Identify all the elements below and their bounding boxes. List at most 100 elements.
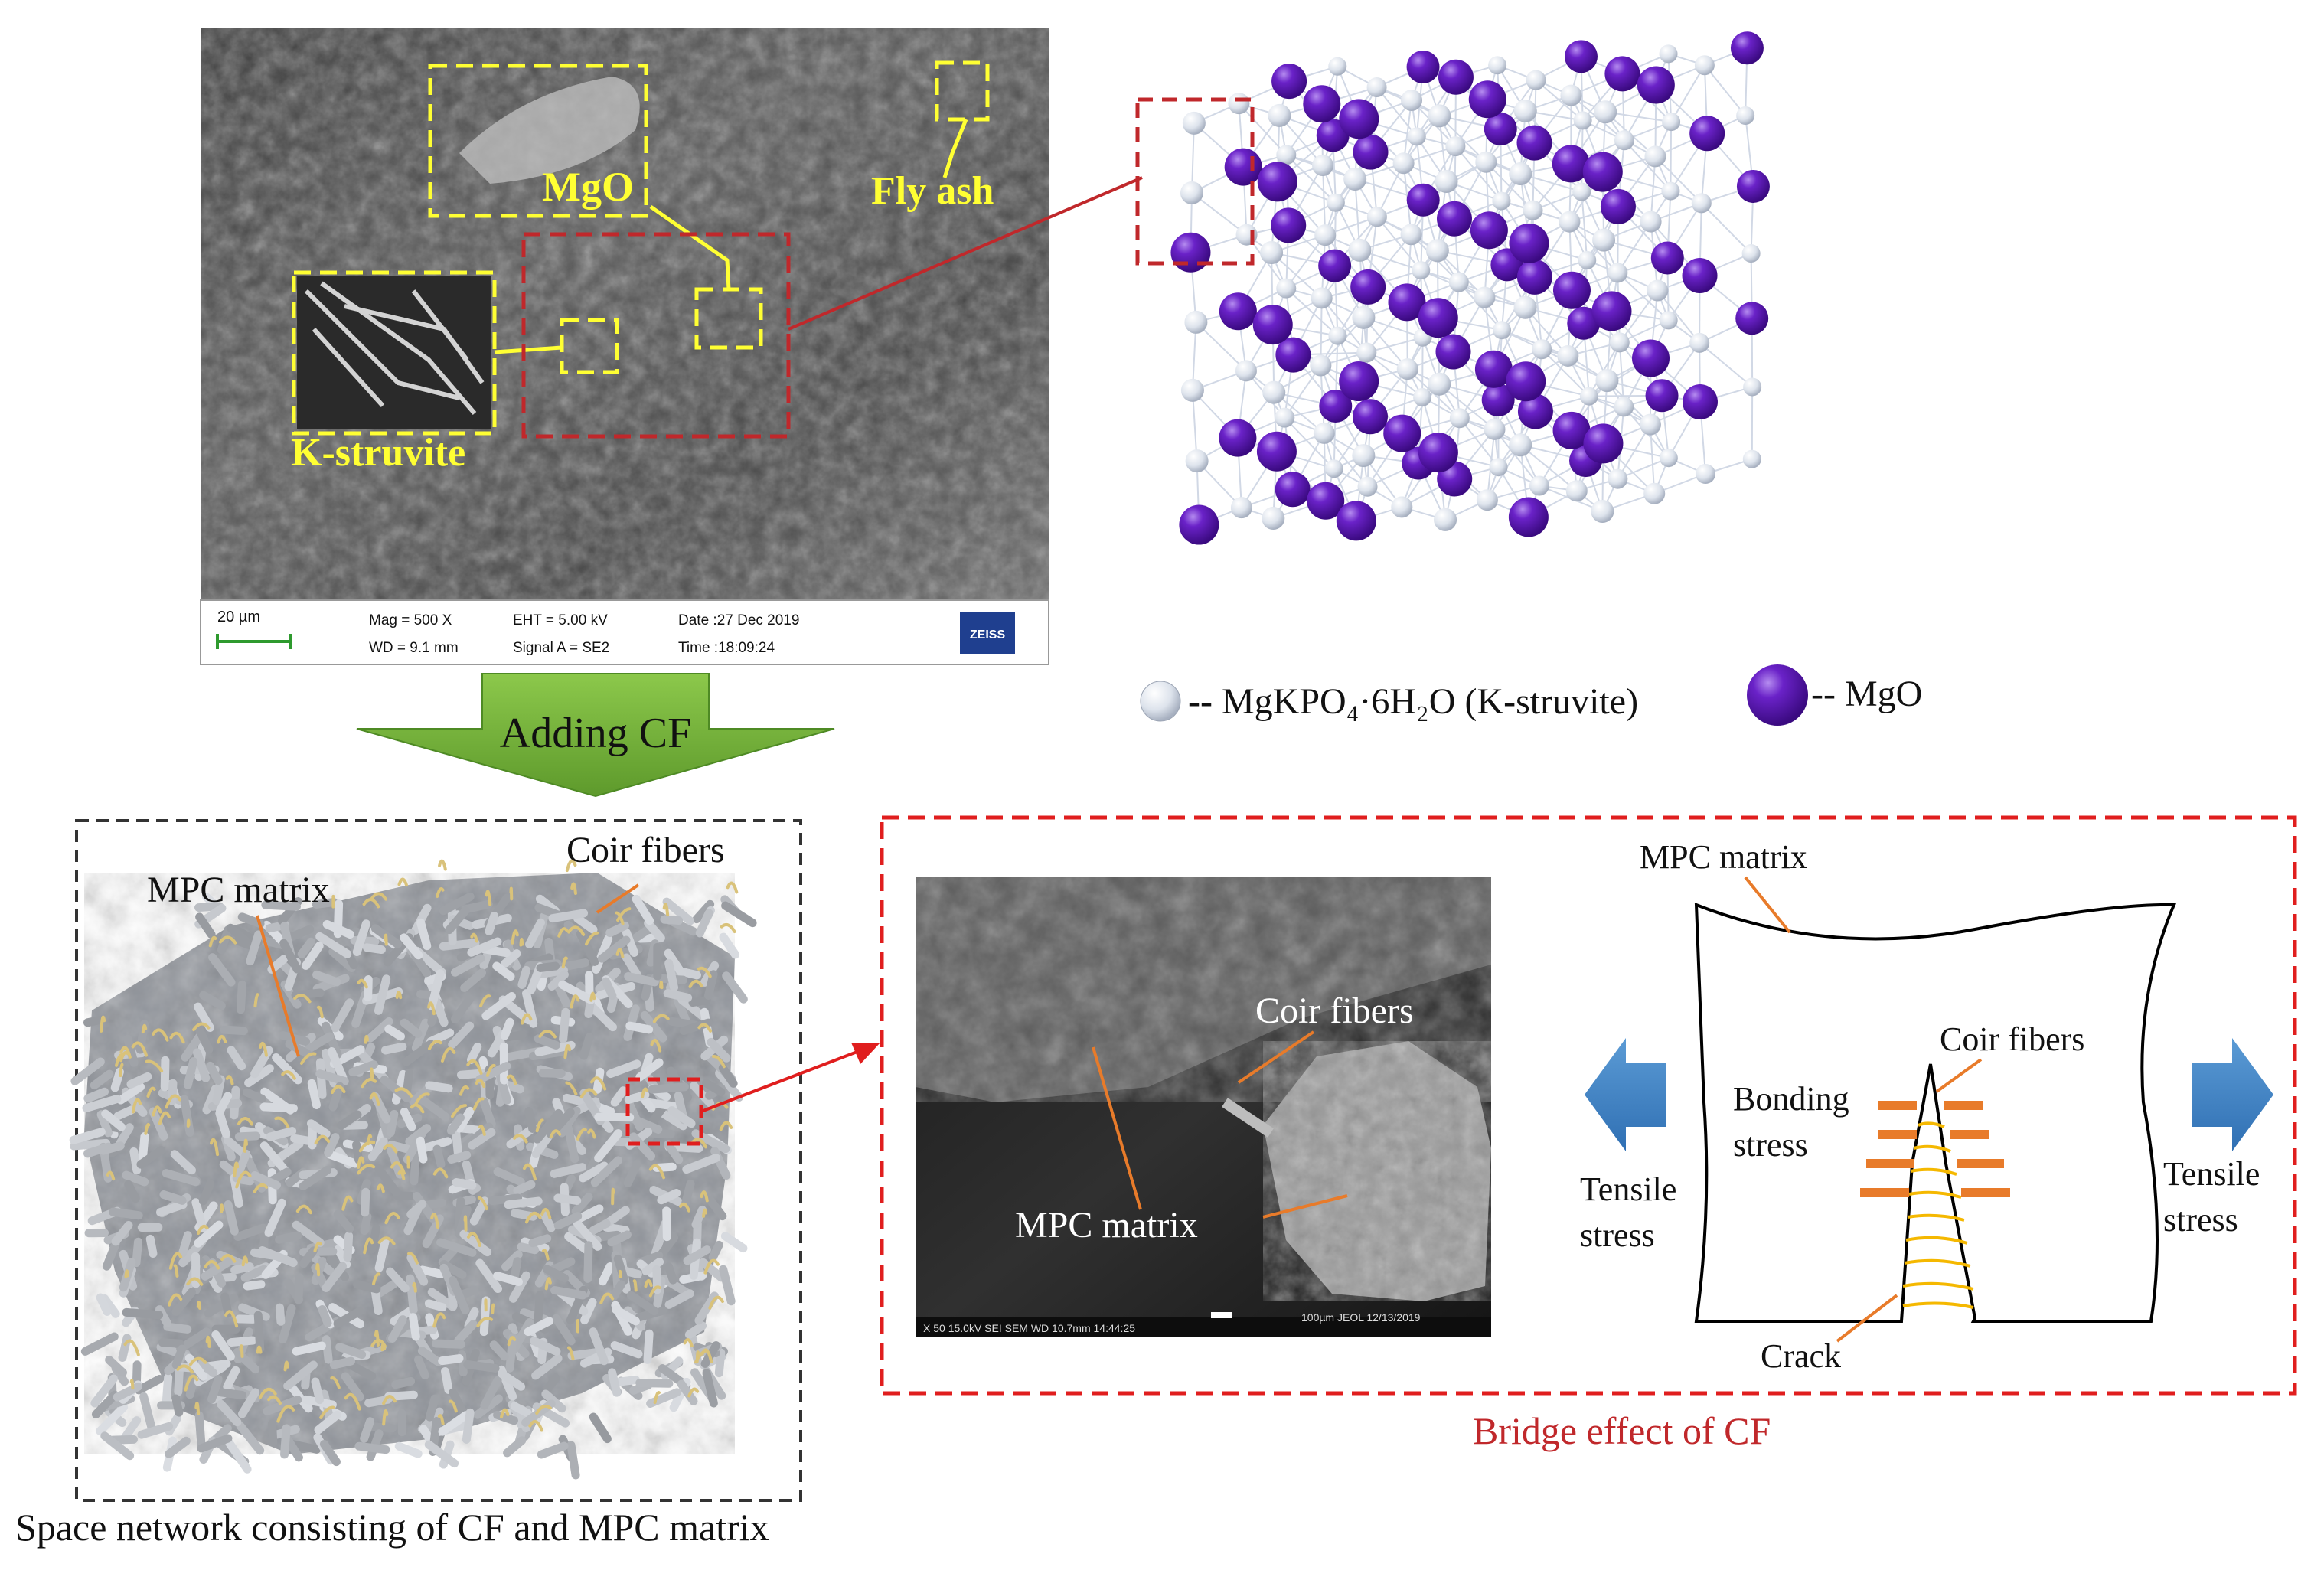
crystal-structure	[1170, 31, 1770, 545]
connector-line	[788, 176, 1143, 331]
crystal-highlight-box	[1135, 97, 1255, 266]
mgo-atom	[1509, 223, 1549, 263]
struvite-atom	[1526, 70, 1546, 90]
struvite-atom	[1180, 378, 1204, 402]
bonding-stress-marks	[1860, 1101, 2010, 1197]
mgo-atom	[1353, 134, 1389, 170]
mgo-atom	[1645, 379, 1679, 413]
wd-label: WD = 9.1 mm	[369, 640, 459, 656]
mgo-atom	[1631, 339, 1670, 377]
schematic-bonding-2: stress	[1733, 1126, 1808, 1164]
struvite-atom	[1275, 407, 1295, 428]
label-k-struvite: K-struvite	[291, 431, 465, 475]
mgo-atom	[1179, 504, 1219, 545]
struvite-atom	[1262, 507, 1285, 530]
struvite-atom	[1640, 211, 1662, 233]
struvite-atom	[1513, 99, 1537, 122]
mgo-atom	[1418, 298, 1458, 338]
struvite-atom	[1509, 162, 1532, 185]
mgo-atom	[1508, 497, 1549, 537]
red-region-box	[521, 232, 791, 439]
mgo-legend-icon	[1747, 664, 1808, 726]
struvite-atom	[1396, 358, 1418, 380]
struvite-atom	[1696, 464, 1716, 485]
struvite-atom	[1608, 263, 1628, 283]
bridge-sem-mpc: MPC matrix	[1015, 1205, 1198, 1245]
struvite-atom	[1488, 56, 1507, 75]
struvite-atom	[1513, 295, 1537, 319]
sem-image-bridge: X 50 15.0kV SEI SEM WD 10.7mm 14:44:25 1…	[916, 877, 1491, 1337]
struvite-atom	[1356, 342, 1377, 363]
struvite-atom	[1434, 508, 1457, 531]
mgo-atom	[1436, 201, 1472, 237]
struvite-atom	[1276, 145, 1297, 165]
mgo-atom	[1307, 482, 1345, 520]
zeiss-logo	[960, 612, 1015, 654]
struvite-atom	[1230, 497, 1252, 519]
struvite-atom	[1328, 57, 1347, 76]
mgo-atom	[1339, 99, 1379, 139]
mgo-atom	[1219, 419, 1257, 457]
struvite-atom	[1311, 287, 1333, 309]
mgo-atom	[1303, 85, 1341, 123]
bridge-sem-coir: Coir fibers	[1255, 991, 1414, 1031]
struvite-atom	[1276, 278, 1297, 299]
mgo-atom	[1271, 64, 1307, 100]
struvite-atom	[1357, 476, 1378, 497]
mgo-atom	[1352, 399, 1388, 435]
mgo-atom	[1682, 384, 1718, 420]
network-caption: Space network consisting of CF and MPC m…	[15, 1506, 769, 1549]
schematic-tensile-right-2: stress	[2163, 1201, 2238, 1239]
struvite-atom	[1595, 369, 1619, 393]
schematic-tensile-left: Tensile	[1580, 1170, 1676, 1208]
mgo-atom	[1552, 145, 1590, 183]
mgo-atom	[1350, 269, 1386, 305]
mgo-atom	[1170, 232, 1211, 273]
label-mgo: MgO	[542, 164, 634, 210]
struvite-atom	[1509, 433, 1532, 457]
bridge-schematic	[1585, 903, 2273, 1323]
bridge-caption: Bridge effect of CF	[1473, 1409, 1771, 1452]
time-label: Time :18:09:24	[678, 640, 775, 656]
struvite-atom	[1557, 345, 1579, 367]
struvite-atom	[1559, 211, 1581, 233]
mag-label: Mag = 500 X	[369, 612, 452, 628]
mgo-atom	[1600, 188, 1636, 224]
struvite-atom	[1185, 449, 1209, 473]
struvite-atom	[1449, 408, 1470, 429]
struvite-atom	[1659, 44, 1678, 64]
struvite-atom	[1448, 272, 1469, 292]
label-fly-ash: Fly ash	[871, 169, 994, 213]
crack-fibers	[1902, 1121, 1974, 1309]
mgo-atom	[1406, 50, 1440, 83]
struvite-atom	[1435, 169, 1458, 193]
struvite-atom	[1741, 244, 1761, 263]
bridge-panel-frame	[880, 815, 2297, 1396]
mgo-atom	[1735, 302, 1769, 335]
struvite-atom	[1262, 380, 1286, 404]
schematic-bonding: Bonding	[1733, 1080, 1849, 1118]
tensile-arrow-left	[1585, 1038, 1666, 1151]
struvite-atom	[1644, 145, 1666, 168]
struvite-atom	[1572, 182, 1591, 201]
mgo-atom	[1383, 414, 1421, 452]
struvite-atom	[1529, 475, 1549, 496]
struvite-atom	[1407, 127, 1426, 146]
struvite-atom	[1366, 77, 1387, 97]
mgo-atom	[1506, 361, 1546, 402]
struvite-atom	[1392, 152, 1415, 175]
mgo-atom	[1484, 113, 1517, 146]
mgo-atom	[1583, 423, 1624, 464]
mgo-atom	[1474, 350, 1513, 388]
struvite-atom	[1180, 181, 1203, 204]
struvite-atom	[1413, 387, 1432, 406]
struvite-atom	[1184, 310, 1208, 334]
struvite-atom	[1578, 250, 1597, 269]
struvite-atom	[1400, 224, 1422, 246]
mgo-atom	[1564, 40, 1598, 73]
struvite-atom	[1614, 130, 1634, 151]
struvite-atom	[1314, 224, 1337, 246]
network-label-mpc: MPC matrix	[147, 870, 330, 910]
struvite-atom	[1484, 418, 1506, 440]
